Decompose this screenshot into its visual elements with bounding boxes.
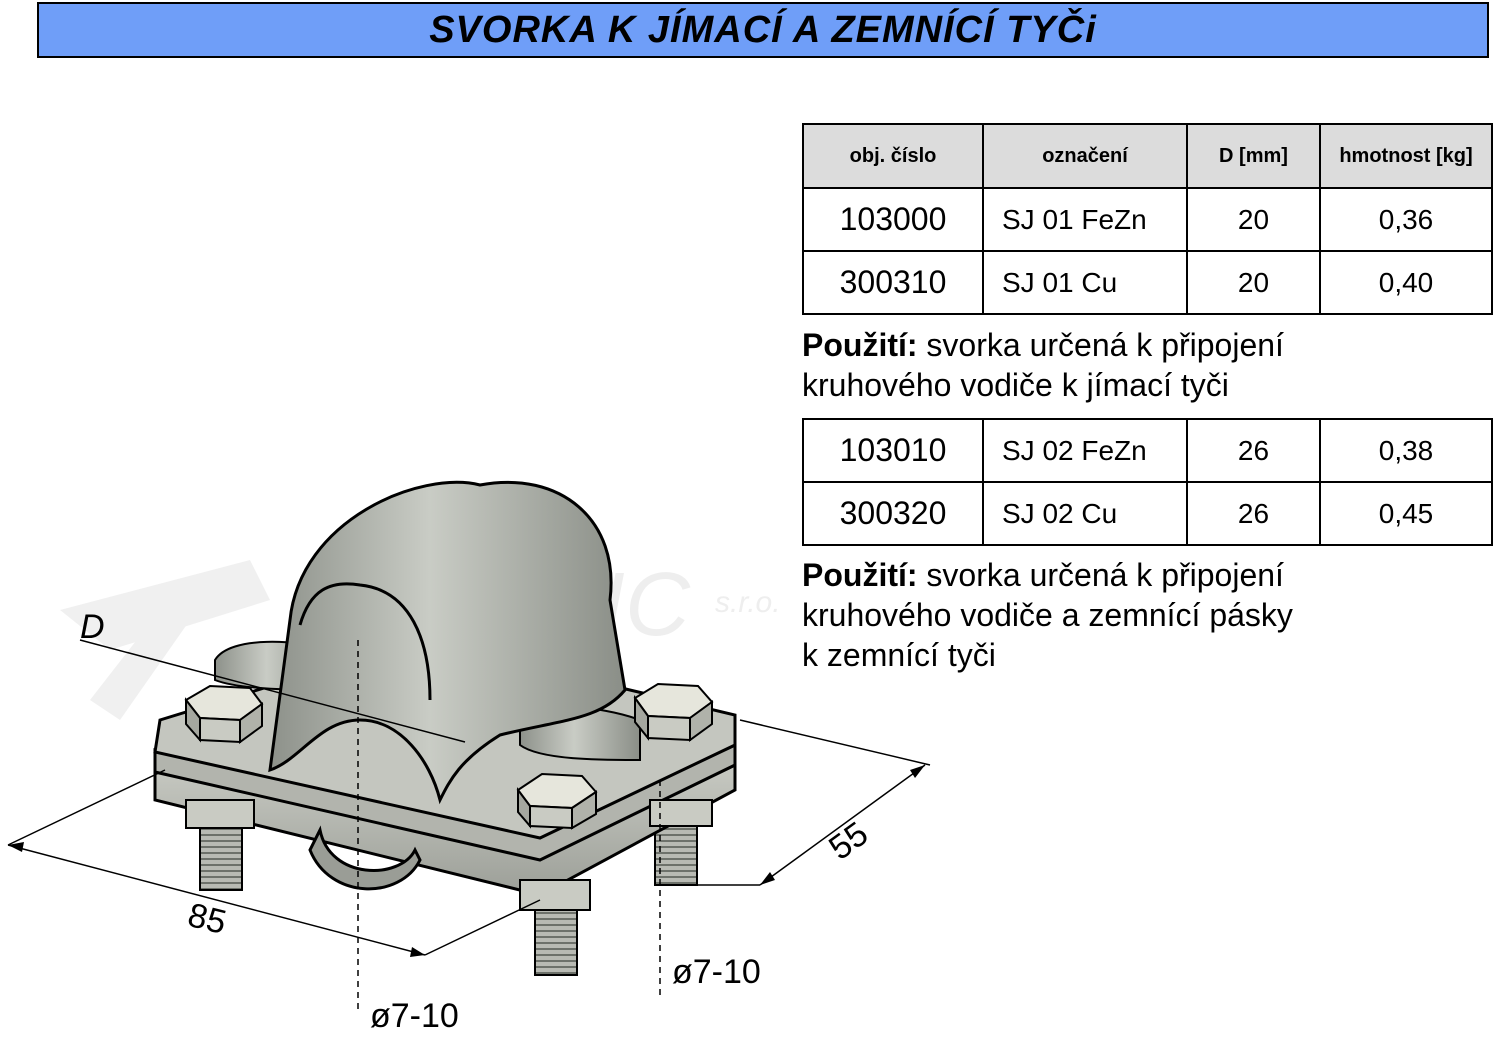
cell-obj-cislo: 103010 [802,418,984,483]
usage-text: kruhového vodiče a zemnící pásky [802,597,1293,633]
cell-d: 20 [1186,187,1321,252]
usage-text: svorka určená k připojení [917,557,1284,593]
nut-icon [519,879,591,911]
dimension-hole-right-label: ø7-10 [672,953,761,991]
bolt-head-icon [184,684,264,744]
bolt-head-icon [633,682,714,742]
watermark-logo: IC s.r.o. [60,555,781,720]
dimension-lines [7,639,931,1010]
watermark-suffix: s.r.o. [715,586,781,619]
table-header-row: obj. číslo označení D [mm] hmotnost [kg] [802,123,1493,189]
cell-obj-cislo: 300320 [802,481,984,546]
cell-obj-cislo: 103000 [802,187,984,252]
header-d-mm: D [mm] [1186,123,1321,189]
usage-text: svorka určená k připojení [917,327,1284,363]
bolt-head-icon [516,772,598,830]
cell-hmotnost: 0,38 [1319,418,1493,483]
usage-note-2: Použití: svorka určená k připojení kruho… [802,555,1293,675]
header-oznaceni: označení [982,123,1188,189]
cell-oznaceni: SJ 02 Cu [982,481,1188,546]
nut-icon [185,799,255,829]
clamp-drawing: IC s.r.o. [7,480,931,1010]
usage-label: Použití: [802,327,918,363]
cell-obj-cislo: 300310 [802,250,984,315]
table-row: 300320 SJ 02 Cu 26 0,45 [802,481,1493,546]
header-obj-cislo: obj. číslo [802,123,984,189]
usage-label: Použití: [802,557,918,593]
table-row: 103000 SJ 01 FeZn 20 0,36 [802,187,1493,252]
lower-saddle [308,825,422,891]
cell-hmotnost: 0,36 [1319,187,1493,252]
spec-table-1: obj. číslo označení D [mm] hmotnost [kg]… [802,123,1493,315]
cell-oznaceni: SJ 02 FeZn [982,418,1188,483]
table-row: 103010 SJ 02 FeZn 26 0,38 [802,418,1493,483]
table-row: 300310 SJ 01 Cu 20 0,40 [802,250,1493,315]
cell-hmotnost: 0,45 [1319,481,1493,546]
usage-text: k zemnící tyči [802,637,996,673]
header-hmotnost: hmotnost [kg] [1319,123,1493,189]
page-title: SVORKA K JÍMACÍ A ZEMNÍCÍ TYČi [429,8,1097,51]
usage-note-1: Použití: svorka určená k připojení kruho… [802,325,1284,405]
cell-d: 20 [1186,250,1321,315]
bolt-thread-icon [199,819,243,891]
saddle-inner [298,582,432,701]
bolt-thread-icon [534,904,578,976]
saddle-strap [268,480,627,805]
cell-d: 26 [1186,418,1321,483]
cell-oznaceni: SJ 01 Cu [982,250,1188,315]
dimension-d-label: D [80,608,105,646]
dimension-hole-left-label: ø7-10 [370,997,459,1035]
cell-oznaceni: SJ 01 FeZn [982,187,1188,252]
dimension-arrows [8,765,925,957]
cell-hmotnost: 0,40 [1319,250,1493,315]
cell-d: 26 [1186,481,1321,546]
spec-table-2: 103010 SJ 02 FeZn 26 0,38 300320 SJ 02 C… [802,418,1493,546]
usage-text: kruhového vodiče k jímací tyči [802,367,1229,403]
title-bar: SVORKA K JÍMACÍ A ZEMNÍCÍ TYČi [37,2,1489,58]
